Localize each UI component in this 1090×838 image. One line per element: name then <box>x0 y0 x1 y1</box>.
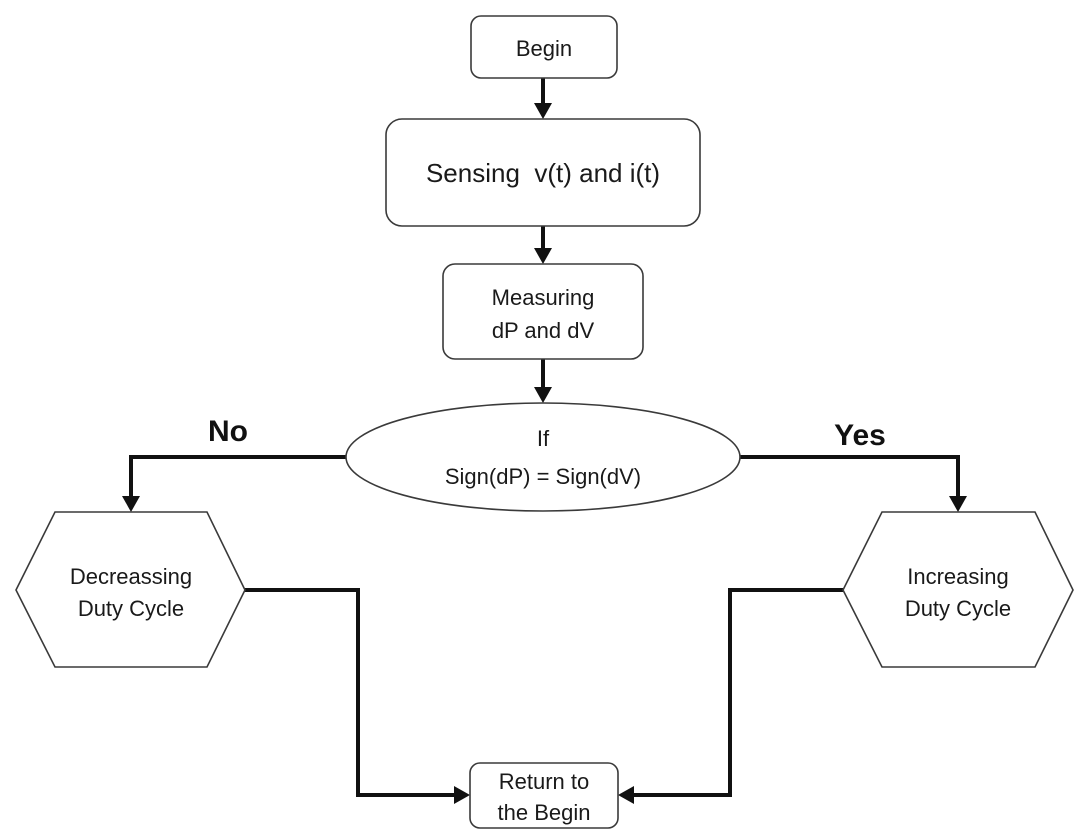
node-sensing: Sensing v(t) and i(t) <box>385 118 701 227</box>
decision-label-line1: If <box>537 426 550 451</box>
return-box <box>469 762 619 829</box>
node-measuring: Measuring dP and dV <box>442 263 644 360</box>
connectors <box>122 78 967 804</box>
edge-increasing-to-return <box>632 588 843 797</box>
decreasing-label-line1: Decreassing <box>70 564 192 589</box>
measuring-label-line1: Measuring <box>492 285 595 310</box>
branch-label-yes: Yes <box>834 419 886 452</box>
arrowhead-measuring <box>534 248 552 264</box>
arrowhead-increasing <box>949 496 967 512</box>
return-label-line1: Return to <box>499 769 590 794</box>
sensing-box <box>385 118 701 227</box>
measuring-box <box>442 263 644 360</box>
arrowhead-sensing <box>534 103 552 119</box>
begin-label: Begin <box>516 36 572 61</box>
edge-decision-to-increasing <box>740 455 960 498</box>
node-return: Return to the Begin <box>469 762 619 829</box>
node-increasing: Increasing Duty Cycle <box>842 511 1074 668</box>
increasing-hexagon <box>842 511 1074 668</box>
node-decreasing: Decreassing Duty Cycle <box>15 511 246 668</box>
decreasing-label-line2: Duty Cycle <box>78 596 184 621</box>
decreasing-hexagon <box>15 511 246 668</box>
sensing-label: Sensing v(t) and i(t) <box>426 158 660 188</box>
branch-label-no: No <box>208 415 248 448</box>
arrowhead-decision <box>534 387 552 403</box>
arrowhead-return-left <box>454 786 470 804</box>
increasing-label-line2: Duty Cycle <box>905 596 1011 621</box>
begin-box <box>470 15 618 79</box>
edge-decision-to-decreasing <box>129 455 346 498</box>
edge-decreasing-to-return <box>245 588 456 797</box>
measuring-label-line2: dP and dV <box>492 318 595 343</box>
node-decision: If Sign(dP) = Sign(dV) <box>345 402 741 512</box>
arrowhead-return-right <box>618 786 634 804</box>
decision-label-line2: Sign(dP) = Sign(dV) <box>445 464 641 489</box>
decision-ellipse <box>345 402 741 512</box>
increasing-label-line1: Increasing <box>907 564 1009 589</box>
return-label-line2: the Begin <box>498 800 591 825</box>
node-begin: Begin <box>470 15 618 79</box>
arrowhead-decreasing <box>122 496 140 512</box>
